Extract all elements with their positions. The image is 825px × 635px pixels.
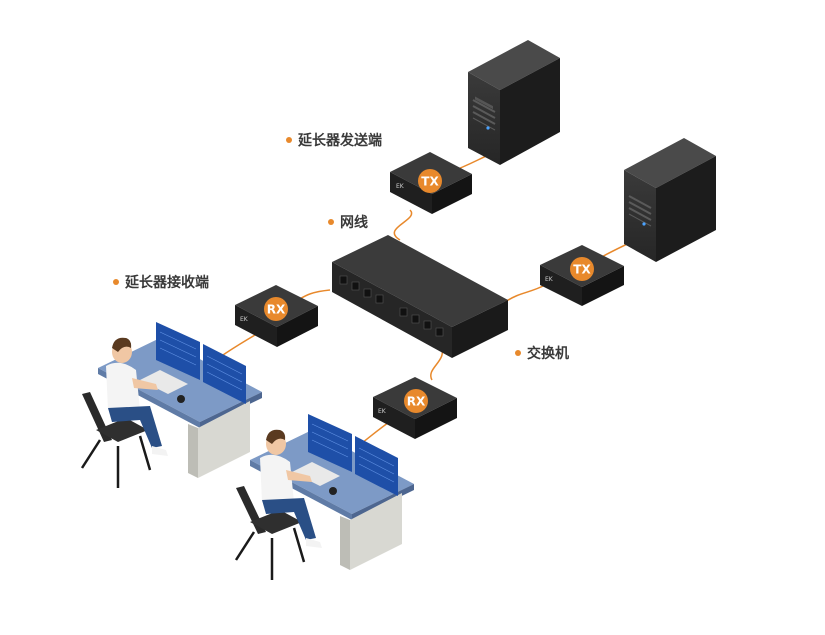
tx-unit-1: EK TX xyxy=(390,152,472,214)
label-receiver-text: 延长器接收端 xyxy=(125,275,209,291)
label-network-cable-text: 网线 xyxy=(340,215,368,231)
tx2-brand-text: EK xyxy=(545,276,554,283)
label-sender: 延长器发送端 xyxy=(286,130,382,150)
rx-unit-1: EK RX xyxy=(235,285,318,347)
label-network-cable: 网线 xyxy=(328,212,368,232)
label-receiver: 延长器接收端 xyxy=(113,272,209,292)
desk1-leg-panel xyxy=(198,401,250,478)
label-sender-text: 延长器发送端 xyxy=(298,133,382,149)
operator-2 xyxy=(260,429,322,548)
desk2-leg-panel xyxy=(350,493,402,570)
desk1-monitor-right xyxy=(203,344,246,404)
label-switch-text: 交换机 xyxy=(527,346,569,362)
cable-tx2-switch xyxy=(504,284,546,303)
tx-unit-2: EK TX xyxy=(540,245,624,306)
rx2-badge xyxy=(404,389,428,413)
server-tower-2 xyxy=(624,138,716,262)
workstation-1 xyxy=(80,322,262,488)
network-switch xyxy=(332,235,508,358)
rx1-brand-text: EK xyxy=(240,316,249,323)
rx2-brand-text: EK xyxy=(378,408,387,415)
desk2-monitor-right xyxy=(355,436,398,496)
server-tower-1 xyxy=(468,40,560,165)
label-network-cable-dot xyxy=(328,219,334,225)
label-switch-dot xyxy=(515,350,521,356)
desk1-monitor-left xyxy=(156,322,200,380)
desk2-monitor-left xyxy=(308,414,352,472)
workstation-2 xyxy=(234,414,414,580)
rx1-badge xyxy=(264,297,288,321)
operator-1 xyxy=(106,337,168,456)
tx2-badge-label: TX xyxy=(573,263,591,277)
tx1-badge-label: TX xyxy=(421,175,439,189)
tx2-badge xyxy=(570,257,594,281)
tx1-badge xyxy=(418,169,442,193)
label-receiver-dot xyxy=(113,279,119,285)
label-sender-dot xyxy=(286,137,292,143)
rx-unit-2: EK RX xyxy=(373,377,457,439)
cable-tx1-switch xyxy=(393,209,413,241)
rx1-badge-label: RX xyxy=(267,303,286,317)
rx2-badge-label: RX xyxy=(407,395,426,409)
tx1-brand-text: EK xyxy=(396,183,405,190)
label-switch: 交换机 xyxy=(515,343,569,363)
